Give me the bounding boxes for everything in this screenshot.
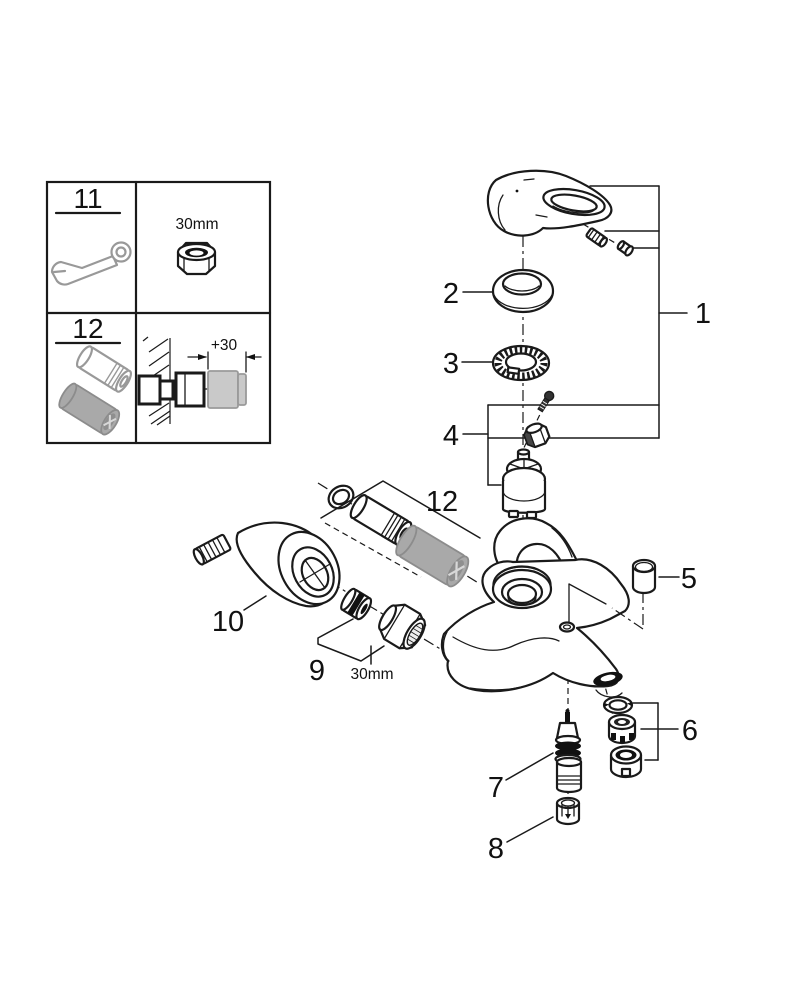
bracket-part-12 (320, 480, 481, 578)
extension-cover-sleeve (395, 524, 470, 588)
part-label-3: 3 (443, 348, 459, 380)
aerator-insert (607, 713, 637, 745)
handle-plug (616, 240, 634, 257)
cartridge-nut (523, 422, 551, 449)
legend-cell-tool: 11 (50, 183, 132, 286)
union-thread-stub (192, 533, 232, 566)
part-label-10: 10 (212, 606, 244, 638)
label-leaders (243, 291, 680, 843)
check-valve-part-8 (555, 796, 581, 826)
part-labels: 1 2 3 4 5 6 7 8 9 10 12 30mm (212, 278, 711, 865)
part-label-9: 9 (309, 655, 325, 687)
aerator-washer (602, 695, 634, 715)
part-label-8: 8 (488, 833, 504, 865)
bracket-part-6 (632, 702, 679, 761)
legend-cell-mounting: +30 (137, 336, 262, 426)
bracket-part-1 (487, 185, 688, 439)
cartridge-screw (537, 390, 555, 413)
hex-nut-icon (176, 241, 217, 276)
legend-label-11: 11 (73, 183, 102, 214)
leader-part-9 (317, 618, 385, 665)
part-label-1: 1 (695, 298, 711, 330)
part-label-7: 7 (488, 772, 504, 804)
wrench-icon (50, 241, 132, 286)
union-nut-30mm (378, 603, 427, 650)
seal-part-9 (340, 587, 373, 621)
lever-handle-part-1 (486, 169, 613, 237)
part-label-2: 2 (443, 278, 459, 310)
mixer-body (440, 517, 630, 698)
legend-label-30mm: 30mm (175, 216, 218, 233)
nut-size-label: 30mm (350, 666, 393, 683)
wall-union-part-10 (192, 521, 341, 608)
bracket-part-4 (462, 404, 502, 486)
part-label-6: 6 (682, 715, 698, 747)
aerator-housing (609, 745, 643, 779)
part-label-4: 4 (443, 420, 459, 452)
legend-label-12: 12 (72, 313, 103, 344)
part-label-12: 12 (426, 486, 458, 518)
locking-ring-part-3 (491, 344, 551, 382)
legend-box: 11 30mm 12 (45, 180, 272, 445)
handle-screw (585, 227, 608, 248)
diverter-part-7 (554, 709, 583, 794)
legend-cell-nut-size: 30mm (175, 216, 219, 276)
part-label-5: 5 (681, 563, 697, 595)
wall-cross-section-icon (137, 336, 262, 426)
extension-sleeve-set-icon (58, 345, 133, 436)
legend-cell-extension: 12 (54, 313, 133, 436)
plug-part-5 (611, 558, 657, 630)
cartridge-part-4 (501, 448, 547, 520)
escutcheon-cap-part-2 (491, 268, 555, 314)
legend-label-plus30: +30 (211, 337, 238, 354)
